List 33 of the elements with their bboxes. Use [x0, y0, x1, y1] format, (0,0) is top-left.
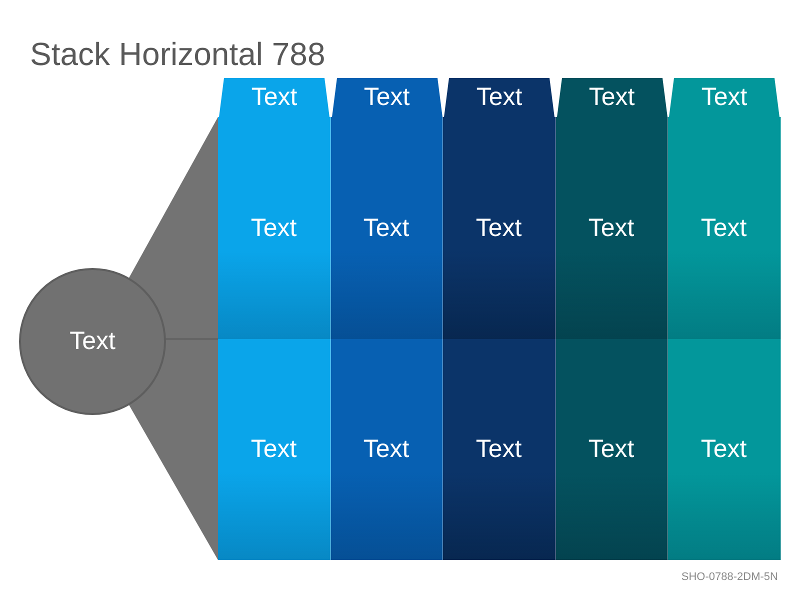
block-text: Text	[700, 435, 747, 464]
stack-block	[218, 117, 330, 339]
block-text: Text	[476, 214, 522, 242]
stack-block	[218, 339, 330, 560]
block-text: Text	[476, 435, 522, 464]
stack-block	[556, 339, 668, 560]
header-text: Text	[364, 83, 410, 112]
header-text: Text	[476, 83, 522, 112]
column-header-tab	[556, 78, 668, 117]
stack-block	[556, 117, 668, 339]
block-text: Text	[363, 435, 410, 464]
block-text: Text	[588, 214, 634, 242]
block-text: Text	[70, 327, 116, 356]
header-text: Text	[701, 83, 748, 112]
column-header-tab	[443, 78, 556, 117]
column-header-tab	[668, 78, 780, 117]
stack-block	[330, 117, 443, 339]
header-text: Text	[251, 83, 298, 112]
header-text: Text	[588, 83, 635, 112]
block-text: Text	[700, 214, 747, 242]
column-header-tab	[218, 78, 330, 117]
block-text: Text	[363, 214, 410, 242]
stack-block	[443, 117, 556, 339]
column-header-tab	[330, 78, 443, 117]
diagram-title: Stack Horizontal 788	[30, 36, 326, 73]
block-text: Text	[250, 435, 297, 464]
stack-block	[330, 339, 443, 560]
stack-block	[443, 339, 556, 560]
block-text: Text	[588, 435, 634, 464]
stack-block	[668, 117, 780, 339]
footer-code: SHO-0788-2DM-5N	[681, 571, 778, 583]
stack-block	[668, 339, 780, 560]
block-text: Text	[250, 214, 297, 242]
